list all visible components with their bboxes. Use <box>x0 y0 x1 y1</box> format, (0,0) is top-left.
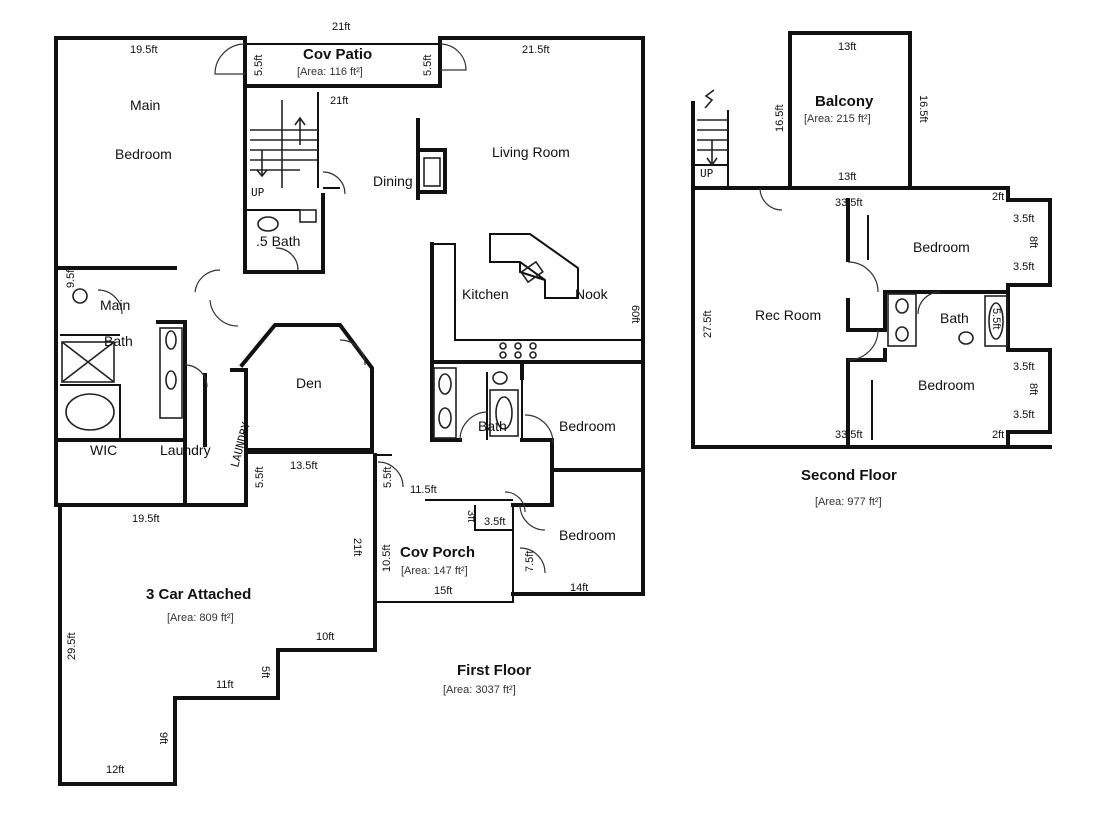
room-label: Bedroom <box>913 239 970 255</box>
dimension-label: 2ft <box>992 429 1004 441</box>
dimension-label: 19.5ft <box>132 513 160 525</box>
room-label: Dining <box>373 173 413 189</box>
room-label: Bath <box>104 333 133 349</box>
dimension-label: 21.5ft <box>522 44 550 56</box>
dimension-label: 11ft <box>216 679 234 691</box>
dimension-label: 16.5ft <box>774 104 786 132</box>
room-label: Living Room <box>492 144 570 160</box>
room-label: Nook <box>575 286 609 302</box>
dimension-label: 5.5ft <box>990 308 1002 329</box>
second-floor-doors <box>759 187 941 361</box>
dimension-label: 3.5ft <box>484 516 505 528</box>
dimension-label: 2ft <box>992 191 1004 203</box>
room-label: Main <box>130 97 160 113</box>
first-floor-doors <box>97 43 554 574</box>
first-floor-walls <box>54 36 645 786</box>
room-label: Main <box>100 297 130 313</box>
dimension-label: 13ft <box>838 171 856 183</box>
dimension-label: 21ft <box>351 538 363 556</box>
room-label: Bedroom <box>918 377 975 393</box>
floor-title: First Floor <box>457 662 531 679</box>
first-floor-labels: Main Bedroom Cov Patio [Area: 116 ft²] U… <box>90 46 616 696</box>
dimension-label: 15ft <box>434 585 452 597</box>
dimension-label: 11.5ft <box>410 484 437 496</box>
dimension-label: 9.5ft <box>65 267 77 288</box>
area-label: [Area: 215 ft²] <box>804 113 871 125</box>
dimension-label: 3.5ft <box>1013 409 1034 421</box>
dimension-label: 10.5ft <box>381 544 393 572</box>
dimension-label: 5ft <box>259 666 271 678</box>
dimension-label: 10ft <box>316 631 334 643</box>
room-label: Laundry <box>160 442 211 458</box>
dimension-label: 9ft <box>157 732 169 744</box>
dimension-label: 3.5ft <box>1013 213 1034 225</box>
second-floor-fixtures <box>697 89 1008 347</box>
area-label: [Area: 116 ft²] <box>297 66 363 78</box>
dimension-label: 21ft <box>332 21 350 33</box>
room-label: Bedroom <box>115 146 172 162</box>
dimension-label: 5.5ft <box>253 55 265 76</box>
dimension-label: 8ft <box>1027 236 1039 248</box>
dimension-label: 5.5ft <box>382 467 394 488</box>
room-label: Rec Room <box>755 307 821 323</box>
dimension-label: 7.5ft <box>524 551 536 572</box>
room-label: Balcony <box>815 93 874 110</box>
second-floor-dimensions: 13ft 16.5ft 16.5ft 13ft 27.5ft 33.5ft 2f… <box>702 41 1039 441</box>
first-floor-dimensions: 21ft 19.5ft 21.5ft 5.5ft 5.5ft 21ft 9.5f… <box>65 21 641 776</box>
dimension-label: 8ft <box>1027 383 1039 395</box>
dimension-label: 33.5ft <box>835 429 863 441</box>
dimension-label: 16.5ft <box>917 95 929 123</box>
dimension-label: 14ft <box>570 582 588 594</box>
room-label: Kitchen <box>462 286 509 302</box>
dimension-label: 3.5ft <box>1013 261 1034 273</box>
room-label: Bedroom <box>559 527 616 543</box>
room-label: WIC <box>90 442 117 458</box>
room-label: LAUNDRY <box>228 420 253 469</box>
second-floor-labels: Balcony [Area: 215 ft²] UP Bedroom Rec R… <box>700 93 975 508</box>
dimension-label: 33.5ft <box>835 197 863 209</box>
dimension-label: 13ft <box>838 41 856 53</box>
room-label: 3 Car Attached <box>146 586 251 603</box>
area-label: [Area: 147 ft²] <box>401 565 468 577</box>
dimension-label: 27.5ft <box>702 310 714 338</box>
second-floor-walls <box>691 31 1052 449</box>
dimension-label: 3ft <box>465 510 477 522</box>
room-label: Bath <box>478 418 507 434</box>
dimension-label: 19.5ft <box>130 44 158 56</box>
room-label: Cov Porch <box>400 544 475 561</box>
room-label: Den <box>296 375 322 391</box>
floor-area: [Area: 977 ft²] <box>815 496 882 508</box>
floor-area: [Area: 3037 ft²] <box>443 684 516 696</box>
dimension-label: 13.5ft <box>290 460 318 472</box>
dimension-label: 21ft <box>330 95 348 107</box>
room-label: .5 Bath <box>256 233 300 249</box>
room-label: Cov Patio <box>303 46 372 63</box>
dimension-label: 5.5ft <box>254 467 266 488</box>
first-floor-fixtures <box>61 100 544 439</box>
dimension-label: 29.5ft <box>66 632 78 660</box>
room-label: Bath <box>940 310 969 326</box>
dimension-label: 3.5ft <box>1013 361 1034 373</box>
room-label: UP <box>700 167 714 180</box>
room-label: UP <box>251 186 265 199</box>
area-label: [Area: 809 ft²] <box>167 612 234 624</box>
floor-title: Second Floor <box>801 467 897 484</box>
dimension-label: 60ft <box>629 305 641 323</box>
dimension-label: 5.5ft <box>422 55 434 76</box>
room-label: Bedroom <box>559 418 616 434</box>
dimension-label: 12ft <box>106 764 124 776</box>
